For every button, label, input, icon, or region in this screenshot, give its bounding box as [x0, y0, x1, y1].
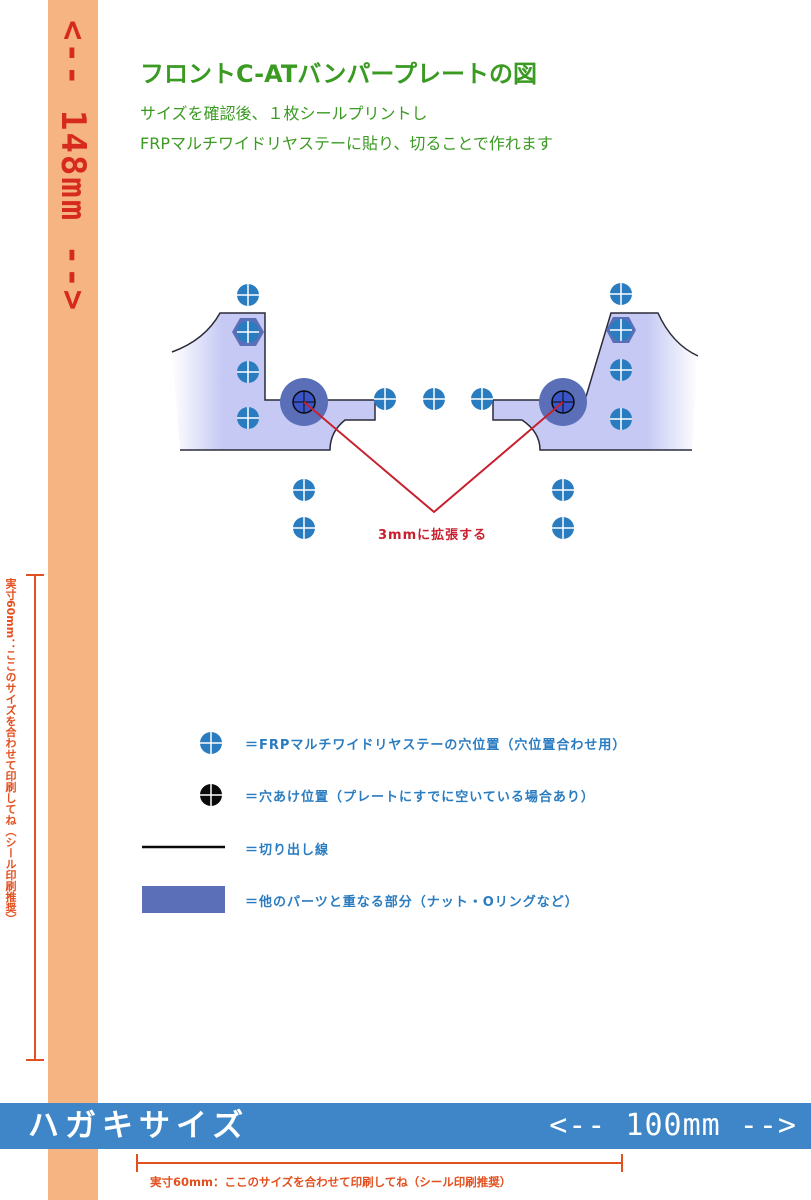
legend-text-overlap: ＝他のパーツと重なる部分（ナット・Oリングなど） — [245, 895, 579, 910]
blue-hole-icon — [236, 406, 260, 430]
description-line-2: FRPマルチワイドリヤステーに貼り、切ることで作れます — [140, 134, 553, 153]
horizontal-size-bracket — [136, 1154, 623, 1172]
blue-hole-icon — [422, 387, 446, 411]
width-dimension-label: <-- 100mm --> — [549, 1108, 797, 1143]
postcard-size-label: ハガキサイズ — [28, 1108, 250, 1144]
blue-hole-icon — [292, 516, 316, 540]
vertical-size-note: 実寸60mm：ここのサイズを合わせて印刷してね（シール印刷推奨） — [4, 578, 17, 925]
blue-hole-icon — [292, 478, 316, 502]
blue-hole-icon — [609, 282, 633, 306]
left-size-strip — [48, 0, 98, 1200]
postcard-size-band — [0, 1103, 811, 1149]
left-plate — [171, 312, 376, 451]
blue-hole-icon — [609, 358, 633, 382]
legend-text-black-hole: ＝穴あけ位置（プレートにすでに空いている場合あり） — [245, 790, 595, 805]
overlap-area-icon — [142, 886, 225, 913]
right-plate — [492, 312, 699, 451]
legend-icons — [142, 731, 225, 913]
legend-text-cut-line: ＝切り出し線 — [245, 843, 330, 858]
blue-hole-icon — [236, 320, 260, 344]
height-dimension-label: <-- 148mm --> — [53, 20, 93, 313]
blue-hole-icon — [199, 731, 223, 755]
blue-hole-icon — [236, 283, 260, 307]
legend-text-blue-hole: ＝FRPマルチワイドリヤステーの穴位置（穴位置合わせ用） — [245, 738, 627, 753]
vertical-size-bracket — [26, 574, 44, 1061]
blue-hole-icon — [551, 478, 575, 502]
blue-hole-icon — [236, 360, 260, 384]
description-line-1: サイズを確認後、１枚シールプリントし — [140, 104, 428, 123]
blue-hole-icon — [470, 387, 494, 411]
horizontal-size-note: 実寸60mm：ここのサイズを合わせて印刷してね（シール印刷推奨） — [150, 1175, 512, 1189]
blue-hole-icon — [373, 387, 397, 411]
expand-annotation: 3mmに拡張する — [378, 528, 488, 543]
annotation-leader — [303, 401, 564, 514]
black-hole-icon — [200, 784, 222, 806]
blue-hole-icon — [551, 516, 575, 540]
page-title: フロントC-ATバンパープレートの図 — [140, 60, 537, 88]
blue-hole-icon — [609, 407, 633, 431]
blue-hole-icon — [609, 318, 633, 342]
